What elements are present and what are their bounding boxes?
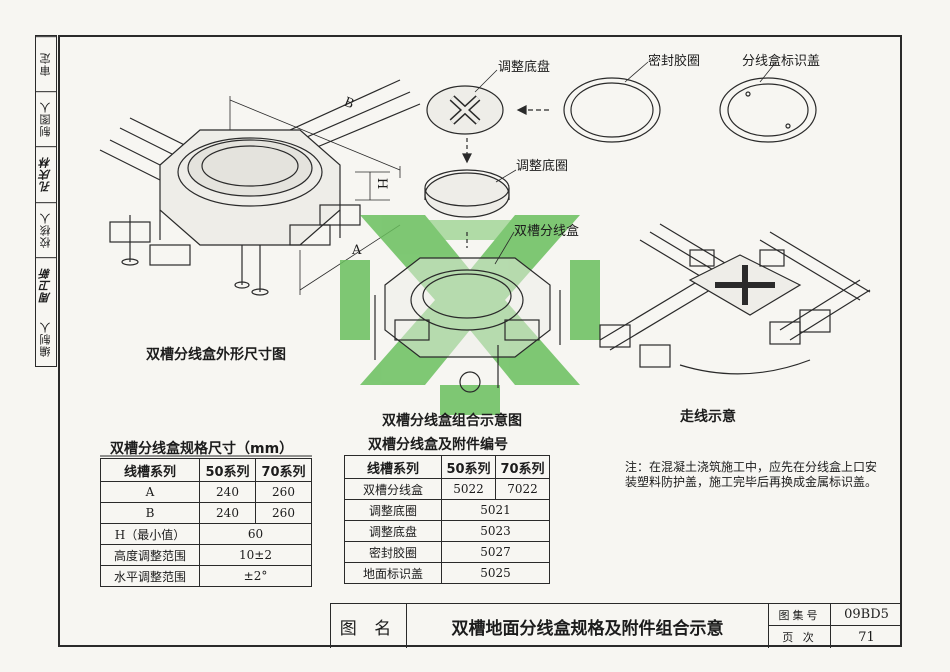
parts-row-seal-name: 密封胶圈 bbox=[344, 541, 442, 563]
spec-row-a-name: A bbox=[100, 481, 200, 503]
atlas-number-value: 09BD5 bbox=[830, 604, 902, 626]
spec-row-a-70: 260 bbox=[255, 481, 312, 503]
table-row: 调整底圈 5021 bbox=[344, 499, 550, 521]
dimension-a-label: A bbox=[352, 243, 362, 258]
spec-row-b-name: B bbox=[100, 502, 200, 524]
parts-header-50: 50系列 bbox=[441, 455, 496, 479]
table-row: 调整底盘 5023 bbox=[344, 520, 550, 542]
table-row: 高度调整范围 10±2 bbox=[100, 544, 312, 566]
parts-row-cover-value: 5025 bbox=[441, 562, 550, 584]
parts-row-cover-name: 地面标识盖 bbox=[344, 562, 442, 584]
page-number-label: 页 次 bbox=[768, 626, 830, 648]
signature-strip: 审定 制图人 孔庆林 校核人 周卫新 编制人 bbox=[35, 35, 57, 367]
parts-row-box-50: 5022 bbox=[441, 478, 496, 500]
table-row: B 240 260 bbox=[100, 502, 312, 524]
parts-row-box-70: 7022 bbox=[495, 478, 550, 500]
spec-row-horizontal-range-value: ±2° bbox=[199, 565, 312, 587]
table-row: 地面标识盖 5025 bbox=[344, 562, 550, 584]
spec-table-title: 双槽分线盒规格尺寸（mm） bbox=[110, 441, 294, 457]
spec-row-a-50: 240 bbox=[199, 481, 256, 503]
atlas-number-label: 图集号 bbox=[768, 604, 830, 626]
note-prefix: 注： bbox=[625, 460, 650, 474]
drawing-title: 双槽地面分线盒规格及附件组合示意 bbox=[406, 604, 768, 648]
spec-row-b-70: 260 bbox=[255, 502, 312, 524]
table-row: 水平调整范围 ±2° bbox=[100, 565, 312, 587]
title-block: 图 名 双槽地面分线盒规格及附件组合示意 图集号 09BD5 页 次 71 bbox=[330, 603, 902, 648]
spec-header-50: 50系列 bbox=[199, 458, 256, 482]
dimension-h-label: H bbox=[374, 177, 390, 190]
spec-table: 线槽系列 50系列 70系列 A 240 260 B 240 260 H（最小值… bbox=[100, 458, 312, 587]
page-number-value: 71 bbox=[830, 626, 902, 648]
wiring-drawing bbox=[599, 223, 871, 375]
spec-row-height-range-value: 10±2 bbox=[199, 544, 312, 566]
parts-table: 线槽系列 50系列 70系列 双槽分线盒 5022 7022 调整底圈 5021… bbox=[344, 455, 550, 584]
parts-row-ring-name: 调整底圈 bbox=[344, 499, 442, 521]
outline-dimension-drawing bbox=[99, 79, 421, 296]
adjust-base-ring-label: 调整底圈 bbox=[516, 159, 569, 174]
note-text: 在混凝土浇筑施工中，应先在分线盒上口安装塑料防护盖，施工完毕后再换成金属标识盖。 bbox=[625, 460, 878, 489]
parts-row-box-name: 双槽分线盒 bbox=[344, 478, 442, 500]
table-row: 双槽分线盒 5022 7022 bbox=[344, 478, 550, 500]
drawing-name-label: 图 名 bbox=[330, 604, 406, 648]
assembly-caption: 双槽分线盒组合示意图 bbox=[382, 413, 522, 429]
table-row: 密封胶圈 5027 bbox=[344, 541, 550, 563]
parts-row-ring-value: 5021 bbox=[441, 499, 550, 521]
adjust-base-plate-label: 调整底盘 bbox=[498, 60, 551, 75]
junction-box-cover-label: 分线盒标识盖 bbox=[742, 54, 821, 69]
dual-slot-box-label: 双槽分线盒 bbox=[514, 224, 580, 239]
table-row: A 240 260 bbox=[100, 481, 312, 503]
spec-header-series: 线槽系列 bbox=[100, 458, 200, 482]
seal-ring-label: 密封胶圈 bbox=[648, 54, 701, 69]
parts-row-seal-value: 5027 bbox=[441, 541, 550, 563]
assembly-drawing bbox=[374, 61, 817, 393]
parts-row-plate-name: 调整底盘 bbox=[344, 520, 442, 542]
parts-table-title: 双槽分线盒及附件编号 bbox=[368, 437, 508, 453]
spec-row-h-value: 60 bbox=[199, 523, 312, 545]
drawing-frame bbox=[58, 35, 902, 647]
parts-header-series: 线槽系列 bbox=[344, 455, 442, 479]
spec-row-horizontal-range-name: 水平调整范围 bbox=[100, 565, 200, 587]
table-row: 线槽系列 50系列 70系列 bbox=[344, 455, 550, 479]
spec-row-height-range-name: 高度调整范围 bbox=[100, 544, 200, 566]
table-row: 线槽系列 50系列 70系列 bbox=[100, 458, 312, 482]
wiring-caption: 走线示意 bbox=[680, 409, 736, 425]
construction-note: 注：在混凝土浇筑施工中，应先在分线盒上口安装塑料防护盖，施工完毕后再换成金属标识… bbox=[625, 460, 885, 490]
parts-row-plate-value: 5023 bbox=[441, 520, 550, 542]
spec-header-70: 70系列 bbox=[255, 458, 312, 482]
outline-dimension-caption: 双槽分线盒外形尺寸图 bbox=[146, 347, 286, 363]
spec-row-b-50: 240 bbox=[199, 502, 256, 524]
spec-row-h-name: H（最小值） bbox=[100, 523, 200, 545]
parts-header-70: 70系列 bbox=[495, 455, 550, 479]
table-row: H（最小值） 60 bbox=[100, 523, 312, 545]
